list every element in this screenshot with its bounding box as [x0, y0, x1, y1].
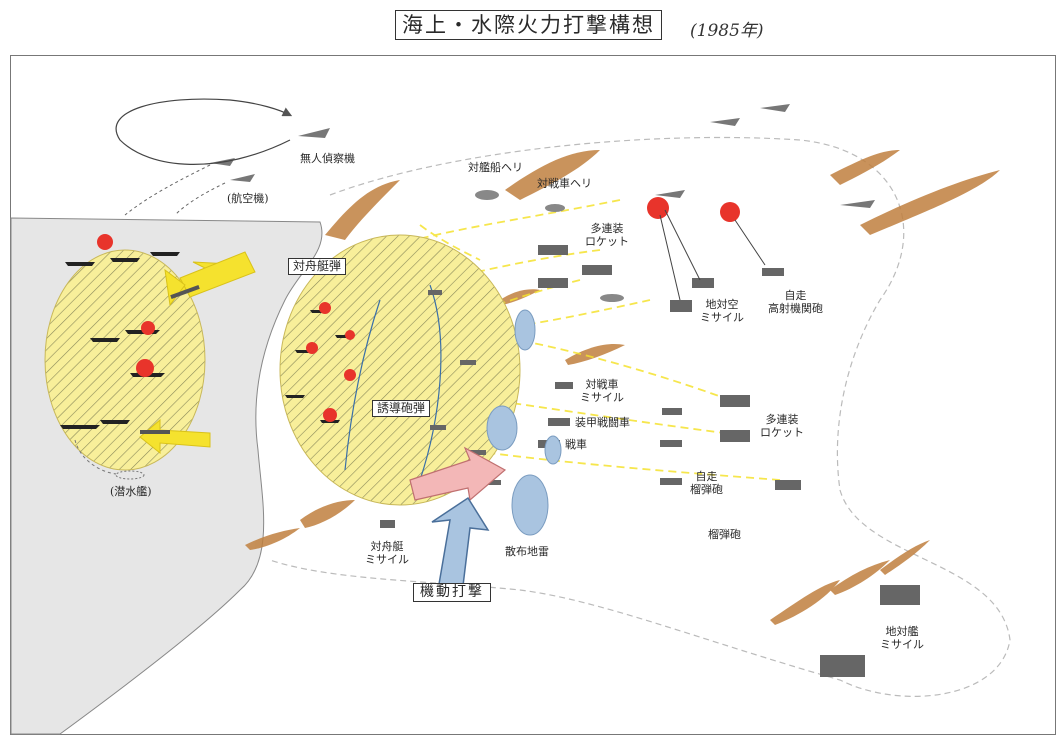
title-text: 海上・水際火力打撃構想	[395, 10, 662, 40]
label-sp-howitzer: 自走 榴弾砲	[690, 470, 723, 496]
label-maneuver-strike: 機動打撃	[413, 583, 491, 602]
explosions	[97, 197, 740, 422]
missile-icons	[140, 284, 200, 434]
label-anti-tank-heli: 対戦車ヘリ	[537, 177, 592, 190]
hills	[245, 150, 1000, 625]
label-guided-shell: 誘導砲弾	[372, 400, 431, 417]
label-sam: 地対空 ミサイル	[700, 298, 744, 324]
label-anti-ship-heli: 対艦船ヘリ	[468, 161, 523, 174]
mine-fields	[486, 309, 562, 536]
label-scatter-mines: 散布地雷	[505, 545, 549, 558]
label-spaag: 自走 高射機関砲	[768, 289, 823, 315]
label-atgm: 対戦車 ミサイル	[580, 378, 624, 404]
guided-trajectories	[344, 284, 442, 481]
aircraft	[210, 104, 875, 208]
submarine-icon	[115, 470, 145, 480]
sam-lines	[659, 209, 766, 301]
maneuver-arrow-blue	[431, 496, 490, 595]
label-ssm: 地対艦 ミサイル	[880, 625, 924, 651]
label-tank: 戦車	[565, 438, 587, 451]
label-mlrs-right: 多連装 ロケット	[760, 413, 804, 439]
maneuver-arrow-pink	[409, 446, 507, 502]
helicopters	[475, 190, 624, 302]
label-howitzer: 榴弾砲	[708, 528, 741, 541]
label-submarine: (潜水艦)	[110, 485, 152, 498]
label-aircraft: (航空機)	[227, 192, 269, 205]
title-year: (1985年)	[690, 21, 764, 41]
coastal-strike-zone	[279, 234, 521, 506]
label-ifv: 装甲戦闘車	[575, 416, 630, 429]
flight-trails	[124, 164, 226, 216]
label-anti-boat-missile: 対舟艇 ミサイル	[365, 540, 409, 566]
label-mlrs-top: 多連装 ロケット	[585, 222, 629, 248]
vehicles	[380, 245, 920, 677]
label-anti-ship-bomb: 対舟艇弾	[288, 258, 347, 275]
label-uav: 無人偵察機	[300, 152, 355, 165]
flight-path	[115, 98, 293, 165]
sea-strike-zone	[44, 249, 206, 471]
